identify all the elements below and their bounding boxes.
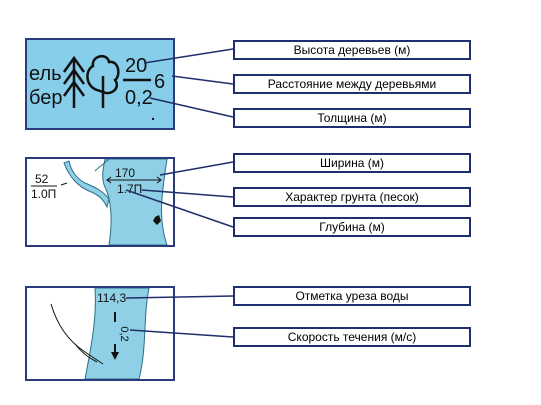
tributary-shore [94, 159, 110, 172]
tributary-water [63, 160, 110, 209]
width-arrow-right-head [156, 176, 162, 184]
deciduous-tree-icon [86, 54, 120, 108]
river-flow-graphic: 114,3 0,2 [50, 288, 150, 379]
soil-depth-value: 1.7П [117, 182, 142, 196]
shore-line-inner [74, 343, 98, 363]
species-line2: бер [29, 87, 62, 109]
label-tree-height: Высота деревьев (м) [233, 40, 471, 60]
side-pointer [60, 182, 68, 186]
water-level-mark-value: 114,3 [97, 291, 126, 305]
label-water-level-mark: Отметка уреза воды [233, 286, 471, 306]
river-crossing-panel: 52 1.0П 170 1.7П [25, 157, 175, 247]
species-line1: ель [29, 63, 62, 85]
side-width-value: 52 [35, 172, 49, 186]
label-flow-speed: Скорость течения (м/с) [233, 327, 471, 347]
tree-height-value: 20 [125, 55, 147, 77]
forest-symbol-graphic: ель бер 20 0,2 6 [29, 54, 165, 121]
river-width-value: 170 [115, 166, 135, 180]
thickness-value: 0,2 [125, 87, 153, 109]
tree-spacing-value: 6 [154, 71, 165, 93]
width-arrow-left-head [106, 176, 112, 184]
label-depth: Глубина (м) [233, 217, 471, 237]
flow-arrow-head [111, 352, 119, 360]
shore-line [50, 303, 104, 365]
forest-symbol-panel: ель бер 20 0,2 6 [25, 38, 175, 130]
label-soil: Характер грунта (песок) [233, 187, 471, 207]
label-thickness: Толщина (м) [233, 108, 471, 128]
river-crossing-graphic: 52 1.0П 170 1.7П [31, 159, 168, 245]
label-tree-spacing: Расстояние между деревьями [233, 74, 471, 94]
connector-tree-spacing [171, 75, 234, 85]
dot-mark [151, 117, 155, 121]
flow-speed-value: 0,2 [118, 326, 130, 341]
side-soil-depth-value: 1.0П [31, 187, 56, 201]
river-water [84, 288, 150, 379]
label-width: Ширина (м) [233, 153, 471, 173]
river-flow-panel: 114,3 0,2 [25, 286, 175, 381]
conifer-tree-icon [62, 55, 86, 108]
